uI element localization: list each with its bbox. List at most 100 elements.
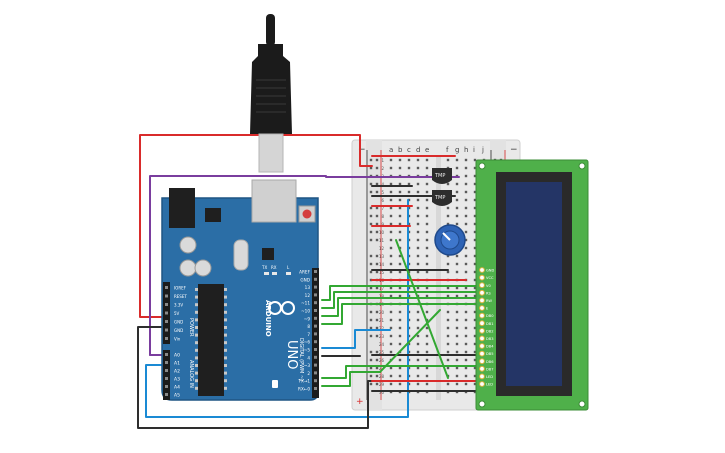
breadboard-hole[interactable] (464, 246, 468, 250)
breadboard-hole[interactable] (473, 294, 477, 298)
header-pin[interactable] (314, 387, 317, 390)
breadboard-hole[interactable] (416, 350, 420, 354)
breadboard-hole[interactable] (389, 206, 393, 210)
lcd-pin[interactable] (479, 335, 485, 342)
breadboard-hole[interactable] (455, 222, 459, 226)
rail-hole[interactable] (369, 286, 373, 290)
rail-hole[interactable] (375, 374, 379, 378)
rail-hole[interactable] (375, 262, 379, 266)
analog-header[interactable] (163, 350, 170, 400)
header-pin[interactable] (314, 363, 317, 367)
header-pin[interactable] (314, 270, 317, 273)
wire-red-5v[interactable] (139, 134, 373, 318)
breadboard-hole[interactable] (398, 374, 402, 378)
breadboard-hole[interactable] (473, 278, 477, 282)
header-pin[interactable] (165, 393, 168, 396)
breadboard-hole[interactable] (446, 214, 450, 218)
rail-hole[interactable] (369, 158, 373, 162)
breadboard-hole[interactable] (398, 366, 402, 370)
header-pin[interactable] (314, 348, 317, 351)
breadboard-hole[interactable] (425, 182, 429, 186)
rail-hole[interactable] (369, 318, 373, 322)
breadboard-hole[interactable] (398, 286, 402, 290)
breadboard-hole[interactable] (398, 182, 402, 186)
breadboard-hole[interactable] (473, 158, 477, 162)
breadboard-hole[interactable] (389, 254, 393, 258)
breadboard-hole[interactable] (398, 294, 402, 298)
lcd-pin[interactable] (479, 381, 485, 387)
wire-green-d2[interactable] (321, 371, 381, 387)
breadboard-hole[interactable] (425, 206, 429, 210)
breadboard-hole[interactable] (416, 286, 420, 290)
lcd-pin[interactable] (479, 312, 485, 319)
breadboard-hole[interactable] (464, 318, 468, 322)
breadboard-hole[interactable] (464, 382, 468, 386)
header-pin[interactable] (314, 332, 317, 336)
breadboard-hole[interactable] (416, 366, 420, 370)
breadboard-hole[interactable] (416, 262, 420, 266)
breadboard-hole[interactable] (425, 334, 429, 338)
breadboard-hole[interactable] (398, 198, 402, 202)
breadboard-hole[interactable] (446, 350, 450, 354)
breadboard-hole[interactable] (389, 318, 393, 322)
rail-hole[interactable] (369, 334, 373, 338)
wire-green-d9[interactable] (321, 303, 487, 325)
breadboard-hole[interactable] (425, 214, 429, 218)
breadboard-hole[interactable] (425, 294, 429, 298)
breadboard-hole[interactable] (407, 166, 411, 170)
breadboard-hole[interactable] (389, 246, 393, 250)
breadboard-hole[interactable] (398, 206, 402, 210)
rail-hole[interactable] (369, 270, 373, 274)
breadboard-hole[interactable] (398, 334, 402, 338)
breadboard-hole[interactable] (389, 334, 393, 338)
wire-green-d3[interactable] (321, 365, 487, 379)
breadboard-hole[interactable] (455, 182, 459, 186)
breadboard-hole[interactable] (416, 222, 420, 226)
rail-hole[interactable] (375, 230, 379, 234)
breadboard-hole[interactable] (464, 286, 468, 290)
wire-green-pot-v0[interactable] (395, 239, 449, 379)
breadboard-hole[interactable] (464, 214, 468, 218)
rail-hole[interactable] (375, 286, 379, 290)
breadboard-hole[interactable] (389, 238, 393, 242)
lcd-pin[interactable] (479, 274, 485, 281)
breadboard-hole[interactable] (416, 310, 420, 314)
breadboard-hole[interactable] (446, 358, 450, 362)
breadboard-hole[interactable] (425, 222, 429, 226)
header-pin[interactable] (165, 303, 168, 306)
breadboard-hole[interactable] (473, 214, 477, 218)
breadboard-hole[interactable] (389, 222, 393, 226)
breadboard-hole[interactable] (398, 326, 402, 330)
rail-hole[interactable] (375, 214, 379, 218)
breadboard-hole[interactable] (416, 158, 420, 162)
breadboard-hole[interactable] (464, 358, 468, 362)
breadboard-hole[interactable] (425, 238, 429, 242)
rail-hole[interactable] (375, 238, 379, 242)
breadboard-hole[interactable] (473, 174, 477, 178)
breadboard-hole[interactable] (389, 158, 393, 162)
breadboard-hole[interactable] (416, 230, 420, 234)
header-pin[interactable] (165, 377, 168, 380)
header-pin[interactable] (314, 277, 317, 281)
wires[interactable] (137, 134, 487, 429)
header-pin[interactable] (314, 316, 317, 320)
breadboard-hole[interactable] (398, 158, 402, 162)
breadboard-hole[interactable] (398, 270, 402, 274)
breadboard-hole[interactable] (473, 326, 477, 330)
wire-green-d10[interactable] (321, 297, 487, 317)
breadboard-hole[interactable] (389, 286, 393, 290)
breadboard-hole[interactable] (473, 246, 477, 250)
breadboard-hole[interactable] (389, 366, 393, 370)
breadboard-hole[interactable] (446, 326, 450, 330)
rail-hole[interactable] (375, 254, 379, 258)
breadboard-hole[interactable] (455, 350, 459, 354)
breadboard-hole[interactable] (473, 262, 477, 266)
header-pin[interactable] (165, 353, 168, 356)
breadboard-hole[interactable] (425, 374, 429, 378)
breadboard-hole[interactable] (455, 286, 459, 290)
rail-hole[interactable] (369, 222, 373, 226)
breadboard-hole[interactable] (455, 310, 459, 314)
breadboard-hole[interactable] (425, 254, 429, 258)
breadboard-hole[interactable] (473, 182, 477, 186)
